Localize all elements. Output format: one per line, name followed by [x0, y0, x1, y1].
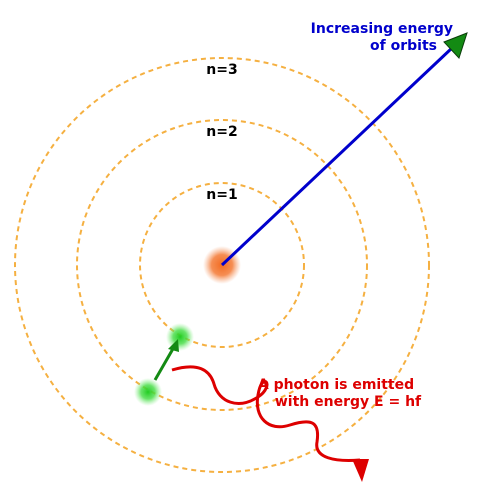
- photon-wave-icon: [171, 365, 361, 462]
- energy-arrowhead-icon: [443, 32, 468, 59]
- orbit-n3: [14, 57, 430, 473]
- electron-initial-icon: [134, 378, 162, 406]
- energy-label-line2: of orbits: [370, 38, 437, 54]
- photon-label-line1: A photon is emitted: [258, 377, 414, 393]
- orbit-n1: [139, 182, 305, 348]
- electron-final-icon: [166, 323, 194, 351]
- energy-arrow: [220, 46, 454, 267]
- transition-arrowhead-icon: [168, 339, 179, 352]
- transition-arrow: [153, 346, 176, 381]
- orbit-label-n3: n=3: [206, 62, 237, 78]
- orbit-n2: [76, 119, 368, 411]
- photon-arrowhead-icon: [352, 459, 369, 482]
- orbit-label-n2: n=2: [206, 124, 237, 140]
- photon-label-line2: with energy E = hf: [275, 394, 422, 410]
- orbit-label-n1: n=1: [206, 187, 237, 203]
- energy-label-line1: Increasing energy: [311, 21, 453, 37]
